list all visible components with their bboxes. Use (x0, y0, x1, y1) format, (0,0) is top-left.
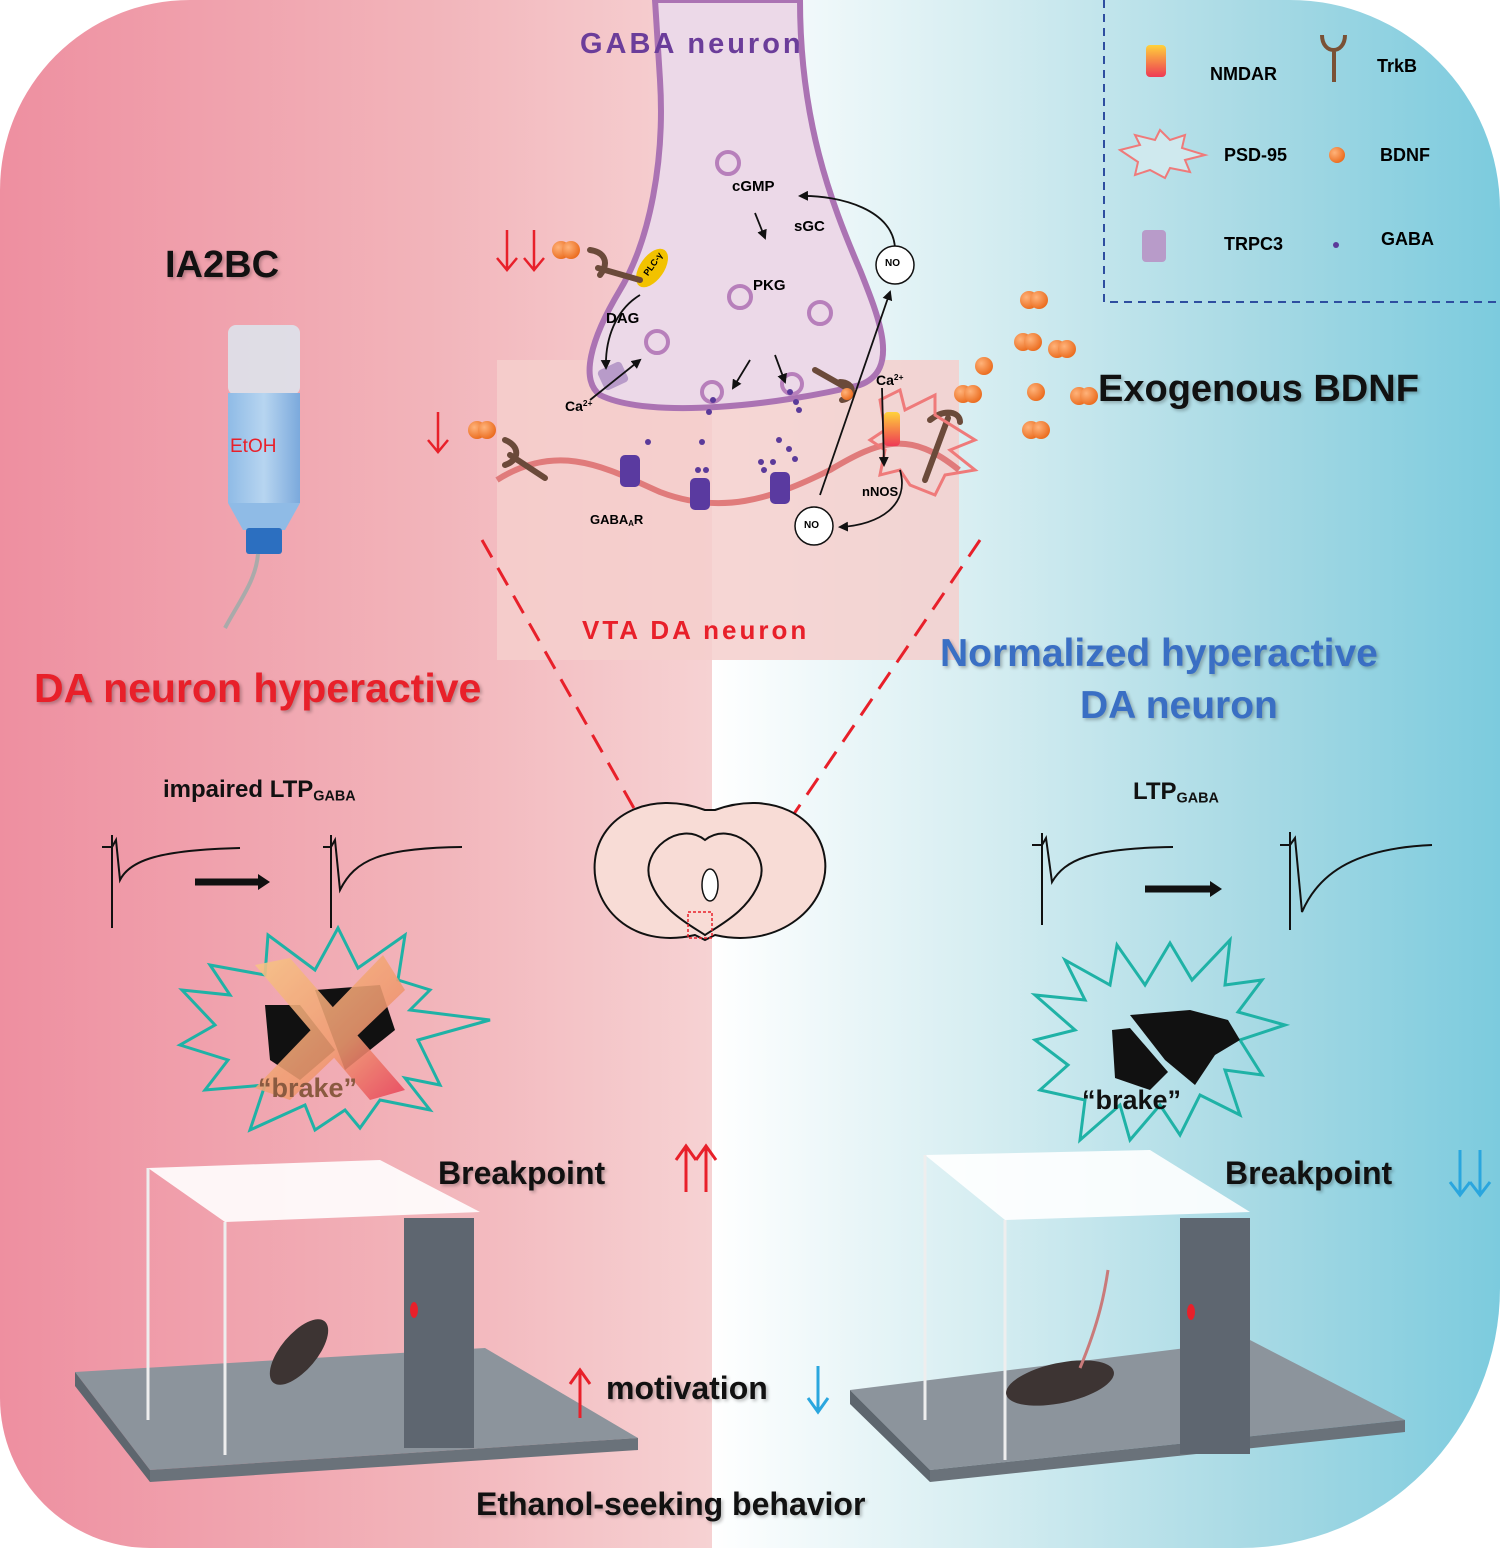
ca-left-label: Ca2+ (565, 398, 593, 415)
no-top-label: NO (885, 258, 900, 269)
breakpoint-increase-arrows (674, 1143, 718, 1192)
bdnf-decrease-arrows (427, 230, 545, 454)
gabaar-label: GABAAR (590, 512, 644, 528)
brake-starburst-right (1030, 935, 1291, 1144)
legend-label-psd95: PSD-95 (1224, 145, 1288, 165)
breakpoint-decrease-arrows (1448, 1150, 1492, 1198)
legend-psd95-icon (1117, 128, 1209, 180)
brake-label-right: “brake” (1082, 1085, 1182, 1115)
ltp-arrow-left-head (258, 874, 270, 890)
ltp-arrow-right-head (1210, 881, 1222, 897)
breakpoint-left-label: Breakpoint (438, 1155, 606, 1191)
brake-label-left: “brake” (258, 1073, 358, 1103)
motivation-increase-arrow (568, 1367, 592, 1418)
no-circle-top (875, 245, 915, 285)
ltp-traces-left (102, 835, 463, 928)
nmdar-channel (884, 412, 900, 446)
motivation-label: motivation (606, 1370, 768, 1406)
legend-label-gaba: GABA (1381, 229, 1434, 249)
legend-label-trkb: TrkB (1377, 56, 1418, 76)
cgmp-label: cGMP (732, 178, 775, 195)
brain-section (593, 802, 827, 942)
left-panel-background (0, 0, 712, 1548)
brake-starburst-left (176, 924, 491, 1133)
motivation-decrease-arrow (806, 1366, 830, 1415)
brake-pedal-icon-right (1112, 1010, 1240, 1090)
legend-nmdar-icon (1146, 45, 1166, 77)
impaired-ltp-label: impaired LTPGABA (163, 776, 356, 805)
left-state-title: DA neuron hyperactive (34, 665, 482, 711)
ia2bc-label: IA2BC (165, 244, 280, 286)
legend-trkb-icon (1320, 34, 1347, 82)
legend-label-nmdar: NMDAR (1210, 64, 1277, 84)
legend-gaba-icon (1333, 242, 1339, 248)
pathway-arrows (589, 190, 903, 532)
ltp-label: LTPGABA (1133, 778, 1219, 807)
vta-da-neuron-label: VTA DA neuron (582, 615, 810, 645)
sgc-label: sGC (794, 218, 825, 235)
right-state-title-line1: Normalized hyperactive (940, 632, 1378, 675)
bdnf-molecules (468, 241, 1098, 439)
gabaa-receptors (620, 455, 790, 510)
behavior-label: Ethanol-seeking behavior (476, 1486, 866, 1522)
legend-bdnf-icon (1329, 147, 1345, 163)
gaba-terminal (586, 0, 886, 412)
legend-label-bdnf: BDNF (1380, 145, 1430, 165)
gaba-molecules (645, 389, 802, 473)
right-state-title-line2: DA neuron (1080, 684, 1278, 727)
legend-label-trpc3: TRPC3 (1224, 234, 1284, 254)
ca-right-label: Ca2+ (876, 372, 904, 389)
etoh-label: EtOH (230, 436, 277, 457)
pkg-label: PKG (753, 277, 786, 294)
operant-chamber-right (850, 1150, 1405, 1482)
ltp-traces-right (1032, 832, 1433, 930)
operant-chamber-left (75, 1160, 638, 1482)
no-bottom-label: NO (804, 520, 819, 531)
plc-gamma (636, 248, 668, 288)
ethanol-bottle (223, 325, 300, 629)
nnos-label: nNOS (862, 484, 899, 499)
psd95-scaffold (867, 387, 979, 497)
dag-label: DAG (606, 310, 640, 327)
gaba-neuron-label: GABA neuron (580, 28, 804, 60)
legend-trpc3-icon (1142, 230, 1166, 262)
breakpoint-right-label: Breakpoint (1225, 1155, 1393, 1191)
cross-out-icon (255, 955, 405, 1100)
no-circle-bottom (794, 506, 834, 546)
legend-border (1103, 0, 1500, 303)
exogenous-bdnf-label: Exogenous BDNF (1098, 368, 1419, 410)
